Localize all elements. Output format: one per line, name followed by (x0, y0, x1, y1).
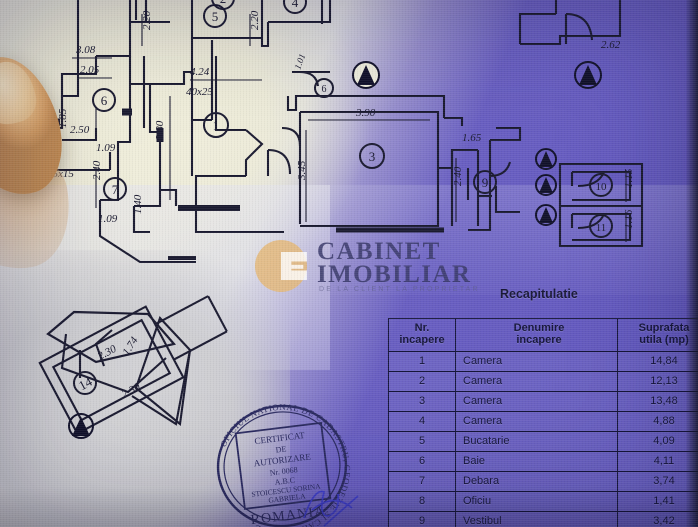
svg-text:2.40: 2.40 (91, 160, 103, 180)
col-header-denumire: Denumire incapere (455, 318, 618, 352)
svg-text:6: 6 (322, 84, 327, 95)
cell-nr: 7 (388, 471, 456, 492)
svg-text:40x25: 40x25 (186, 86, 213, 98)
svg-text:7: 7 (112, 182, 119, 197)
svg-text:A.B.C: A.B.C (274, 476, 295, 487)
svg-text:2.20: 2.20 (249, 10, 261, 30)
cell-nr: 5 (388, 431, 456, 452)
svg-text:3.45: 3.45 (296, 160, 308, 181)
rooms-table: Nr. incapere Denumire incapere Suprafata… (388, 318, 698, 527)
svg-text:5: 5 (212, 9, 219, 24)
col-header-nr-line2: incapere (399, 334, 445, 346)
svg-text:9: 9 (482, 175, 489, 190)
svg-text:4: 4 (292, 0, 299, 10)
authorization-stamp: OFICIUL NATIONAL DE CADASTRU, GEODEZIE S… (196, 400, 368, 527)
watermark-logo: CABINET IMOBILIAR DE LA CLIENT LA PROPRI… (255, 236, 485, 298)
cell-denumire: Camera (455, 411, 618, 432)
svg-text:3: 3 (369, 149, 376, 164)
col-header-sup-line2: utila (mp) (639, 334, 689, 346)
cell-suprafata: 12,13 (617, 371, 698, 392)
cell-denumire: Vestibul (455, 511, 618, 527)
svg-text:2.20: 2.20 (141, 10, 153, 30)
col-header-nr-line1: Nr. (414, 322, 430, 335)
cell-nr: 1 (388, 351, 456, 372)
table-row: 8Oficiu1,41 (388, 491, 698, 512)
svg-text:DE: DE (275, 444, 287, 454)
cell-suprafata: 3,42 (617, 511, 698, 527)
svg-text:2.50: 2.50 (70, 124, 90, 136)
watermark-line1: CABINET (317, 238, 441, 265)
svg-text:1.40: 1.40 (132, 194, 144, 214)
svg-text:11: 11 (596, 222, 607, 234)
col-header-nr: Nr. incapere (388, 318, 456, 352)
paper-wash-band-right (330, 185, 698, 295)
svg-text:3.90: 3.90 (355, 107, 376, 119)
svg-text:3.08: 3.08 (75, 44, 96, 56)
svg-text:1.09: 1.09 (98, 213, 118, 225)
svg-text:2.40: 2.40 (452, 166, 464, 186)
logo-letter-c-icon (281, 252, 307, 280)
cell-nr: 9 (388, 511, 456, 527)
recapitulatie-title: Recapitulatie (500, 287, 578, 301)
table-row: 9Vestibul3,42 (388, 511, 698, 527)
table-head: Nr. incapere Denumire incapere Suprafata… (388, 318, 698, 352)
cell-nr: 8 (388, 491, 456, 512)
svg-text:1.65: 1.65 (462, 132, 482, 144)
svg-text:2: 2 (220, 0, 227, 6)
watermark-tagline: DE LA CLIENT LA PROPRIETAR (319, 286, 480, 293)
cell-suprafata: 4,09 (617, 431, 698, 452)
cell-nr: 2 (388, 371, 456, 392)
table-header-row: Nr. incapere Denumire incapere Suprafata… (388, 318, 698, 352)
cell-suprafata: 3,74 (617, 471, 698, 492)
recapitulatie-table: Nr. incapere Denumire incapere Suprafata… (388, 318, 698, 527)
svg-text:2.62: 2.62 (601, 39, 621, 51)
col-header-den-line2: incapere (516, 334, 562, 346)
svg-text:4.24: 4.24 (190, 66, 210, 78)
col-header-den-line1: Denumire (513, 322, 565, 335)
svg-text:Nr. 0068: Nr. 0068 (269, 465, 298, 477)
photo-right-edge-shadow (686, 0, 698, 527)
svg-text:1: 1 (213, 118, 220, 133)
cell-suprafata: 4,11 (617, 451, 698, 472)
cell-denumire: Camera (455, 351, 618, 372)
cell-denumire: Debara (455, 471, 618, 492)
svg-text:1.85: 1.85 (57, 108, 69, 128)
cell-denumire: Oficiu (455, 491, 618, 512)
svg-text:6: 6 (101, 93, 108, 108)
svg-text:1.09: 1.09 (96, 142, 116, 154)
cell-nr: 3 (388, 391, 456, 412)
svg-text:10: 10 (596, 181, 608, 193)
watermark-line2: IMOBILIAR (317, 261, 472, 288)
photo-bottom-shadow (0, 487, 698, 527)
svg-text:3.80: 3.80 (154, 120, 166, 141)
svg-text:2.05: 2.05 (80, 64, 100, 76)
col-header-sup-line1: Suprafata (638, 322, 690, 335)
